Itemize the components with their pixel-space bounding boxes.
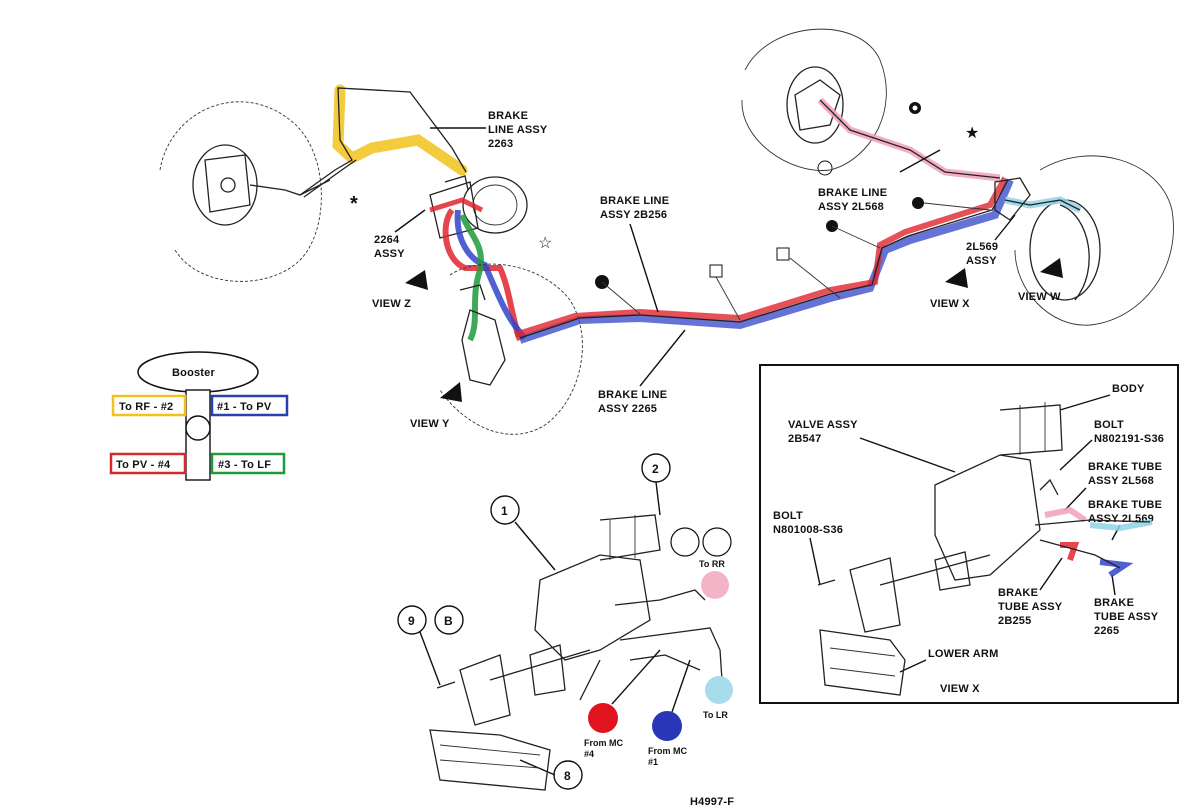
detail-num-2: 2 [652,462,659,476]
mc-lines [429,197,528,342]
vx-2b255-l2: TUBE ASSY [998,601,1063,613]
view-arrows [405,258,1063,402]
vx-body: BODY [1112,383,1145,395]
label-view-w: VIEW W [1018,291,1061,303]
vx-bolt-left-l1: BOLT [773,510,803,522]
legend-to-lf: #3 - To LF [218,459,271,471]
label-view-x-top: VIEW X [930,298,970,310]
detail-num-8: 8 [564,769,571,783]
brake-line-2263 [299,84,468,198]
vx-valve-l2: 2B547 [788,433,821,445]
label-2265-l2: ASSY 2265 [598,403,657,415]
vx-lower-arm: LOWER ARM [928,648,998,660]
vx-2265-l2: TUBE ASSY [1094,611,1159,623]
label-2l569-l2: ASSY [966,255,997,267]
label-2264-l2: ASSY [374,248,405,260]
vx-view-x: VIEW X [940,683,980,695]
legend-to-pv-4: To PV - #4 [116,459,171,471]
detail-from-mc1-l2: #1 [648,757,658,767]
label-2b256-l2: ASSY 2B256 [600,209,667,221]
svg-text:*: * [350,193,358,215]
detail-num-9: 9 [408,614,415,628]
detail-from-mc1-l1: From MC [648,746,687,756]
vx-valve-l1: VALVE ASSY [788,419,858,431]
detail-to-lr: To LR [703,710,728,720]
figure-code: H4997-F [690,796,734,805]
line-markers: ☆ ★ * [350,102,991,321]
detail-from-mc4-l2: #4 [584,749,594,759]
label-2l568-l2: ASSY 2L568 [818,201,884,213]
detail-num-1: 1 [501,504,508,518]
color-legend: Booster To RF - #2 #1 - To PV To PV - #4… [109,351,289,481]
vx-2265-l3: 2265 [1094,625,1119,637]
vx-2b255-l3: 2B255 [998,615,1031,627]
master-cylinder [429,175,528,239]
label-2264-l1: 2264 [374,234,400,246]
rear-wheels [741,28,1174,326]
label-2263-l1: BRAKE [488,110,528,122]
label-2263-l2: LINE ASSY [488,124,548,136]
top-labels: BRAKE LINE ASSY 2263 2264 ASSY VIEW Z VI… [372,110,1061,430]
vx-2b255-l1: BRAKE [998,587,1038,599]
vx-bolt-left-l2: N801008-S36 [773,524,843,536]
label-2l569-l1: 2L569 [966,241,998,253]
vx-2l569-l1: BRAKE TUBE [1088,499,1162,511]
left-front-wheel [159,101,331,282]
rear-lines [817,97,1082,221]
main-brake-lines [514,176,1014,344]
vx-bolt-top-l2: N802191-S36 [1094,433,1164,445]
view-x-panel: BODY VALVE ASSY 2B547 BOLT N802191-S36 B… [759,364,1179,704]
legend-booster: Booster [172,367,215,379]
vx-bolt-top-l1: BOLT [1094,419,1124,431]
vx-2l568-l1: BRAKE TUBE [1088,461,1162,473]
view-y-wheel [439,263,583,435]
label-2263-l3: 2263 [488,138,513,150]
label-view-z: VIEW Z [372,298,411,310]
detail-from-mc4-l1: From MC [584,738,623,748]
detail-to-rr: To RR [699,559,725,569]
vx-2265-l1: BRAKE [1094,597,1134,609]
label-view-y: VIEW Y [410,418,450,430]
legend-to-pv-1: #1 - To PV [217,401,272,413]
detail-num-b: B [444,614,453,628]
label-2l568-l1: BRAKE LINE [818,187,887,199]
label-2265-l1: BRAKE LINE [598,389,667,401]
svg-text:★: ★ [965,125,979,142]
label-2b256-l1: BRAKE LINE [600,195,669,207]
valve-detail: 1 2 9 B 8 To RR To [397,453,733,791]
svg-text:☆: ☆ [538,235,552,252]
vx-2l568-l2: ASSY 2L568 [1088,475,1154,487]
legend-to-rf: To RF - #2 [119,401,173,413]
